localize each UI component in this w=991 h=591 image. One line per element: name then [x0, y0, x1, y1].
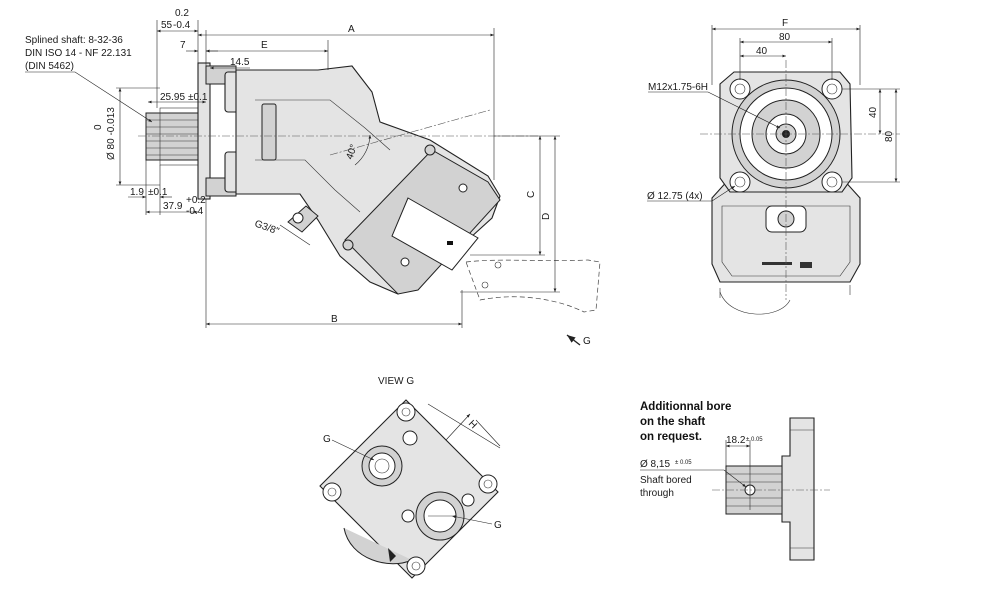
- dim-55-tol: -0.4: [173, 20, 191, 31]
- dims-C-D: C D: [460, 135, 560, 293]
- dim-A: A: [348, 24, 355, 35]
- dim-B: B: [331, 314, 338, 325]
- angle-arc: [354, 134, 372, 166]
- thread-label: M12x1.75-6H: [648, 82, 708, 93]
- shaft-note-line-2: DIN ISO 14 - NF 22.131: [25, 48, 132, 59]
- bore-title-line-3: on request.: [640, 431, 702, 443]
- dim-bore: Ø 8,15: [640, 459, 670, 470]
- dim-B-group: B: [205, 199, 463, 328]
- dim-25-95: 25.95: [160, 92, 185, 103]
- dim-25-95-tol: ±0.1: [188, 92, 208, 103]
- dim-14-5: 14.5: [230, 57, 250, 68]
- dim-37-9-tol-a: +0.2: [186, 195, 206, 206]
- splined-shaft: [145, 107, 199, 166]
- dim-55: 55: [161, 20, 173, 31]
- dim-1-9: 1.9: [130, 187, 144, 198]
- dim-F: F: [782, 18, 788, 29]
- dim-D: D: [541, 213, 552, 220]
- bore-note-line-1: Shaft bored: [640, 475, 692, 486]
- bore-title-line-2: on the shaft: [640, 416, 705, 428]
- port-label-bottom: G: [494, 520, 502, 531]
- hose-outline: [465, 259, 601, 313]
- dim-E: E: [261, 40, 268, 51]
- dim-37-9-tol-b: -0.4: [186, 206, 204, 217]
- hole-label: Ø 12.75 (4x): [647, 191, 703, 202]
- dim-H: H: [466, 418, 479, 431]
- view-g: VIEW G H G G: [319, 376, 502, 579]
- bottom-left-dimensions: [128, 160, 198, 215]
- view-arrow-label: G: [583, 336, 591, 347]
- dim-40-vertical: 40: [868, 106, 879, 118]
- dim-bore-tol: ± 0.05: [675, 460, 692, 466]
- dim-37-9: 37.9: [163, 201, 183, 212]
- top-dimensions: [148, 20, 495, 180]
- front-view: F 80 40 40 80 M12x1.75-6H Ø 12.75 (4x): [647, 18, 900, 315]
- shaft-note: Splined shaft: 8-32-36 DIN ISO 14 - NF 2…: [25, 35, 153, 123]
- bore-title-line-1: Additionnal bore: [640, 401, 731, 413]
- view-g-arrow: G: [566, 334, 591, 347]
- dim-18-2-tol: ± 0.05: [746, 437, 763, 443]
- port-leader: [279, 224, 311, 246]
- port-label-top: G: [323, 434, 331, 445]
- bore-detail: Additionnal bore on the shaft on request…: [640, 401, 830, 561]
- dim-angle: 40°: [344, 143, 360, 161]
- dim-40-horizontal: 40: [756, 46, 768, 57]
- pump-housing: [235, 65, 501, 295]
- port-label: G3/8": [253, 218, 281, 237]
- shaft-note-line-1: Splined shaft: 8-32-36: [25, 35, 123, 46]
- dim-C: C: [526, 191, 537, 198]
- dim-7: 7: [180, 40, 186, 51]
- shaft-note-line-3: (DIN 5462): [25, 61, 74, 72]
- dim-dia80-b: Ø 80 -0.013: [106, 107, 117, 160]
- port-fitting: [287, 205, 319, 233]
- bore-note-line-2: through: [640, 488, 674, 499]
- view-g-title: VIEW G: [378, 376, 414, 387]
- dim-1-9-tol: ±0.1: [148, 187, 168, 198]
- dim-tol-top: 0.2: [175, 8, 189, 19]
- dim-80-horizontal: 80: [779, 32, 791, 43]
- side-view: 0.2 55 -0.4 A 7 E 14.5 25.95 ±0.1 Spline…: [25, 8, 601, 347]
- dim-diameter-80: 0 Ø 80 -0.013: [93, 87, 160, 186]
- dim-80-vertical: 80: [884, 130, 895, 142]
- dim-dia80-a: 0: [93, 124, 104, 130]
- dim-18-2: 18.2: [726, 435, 746, 446]
